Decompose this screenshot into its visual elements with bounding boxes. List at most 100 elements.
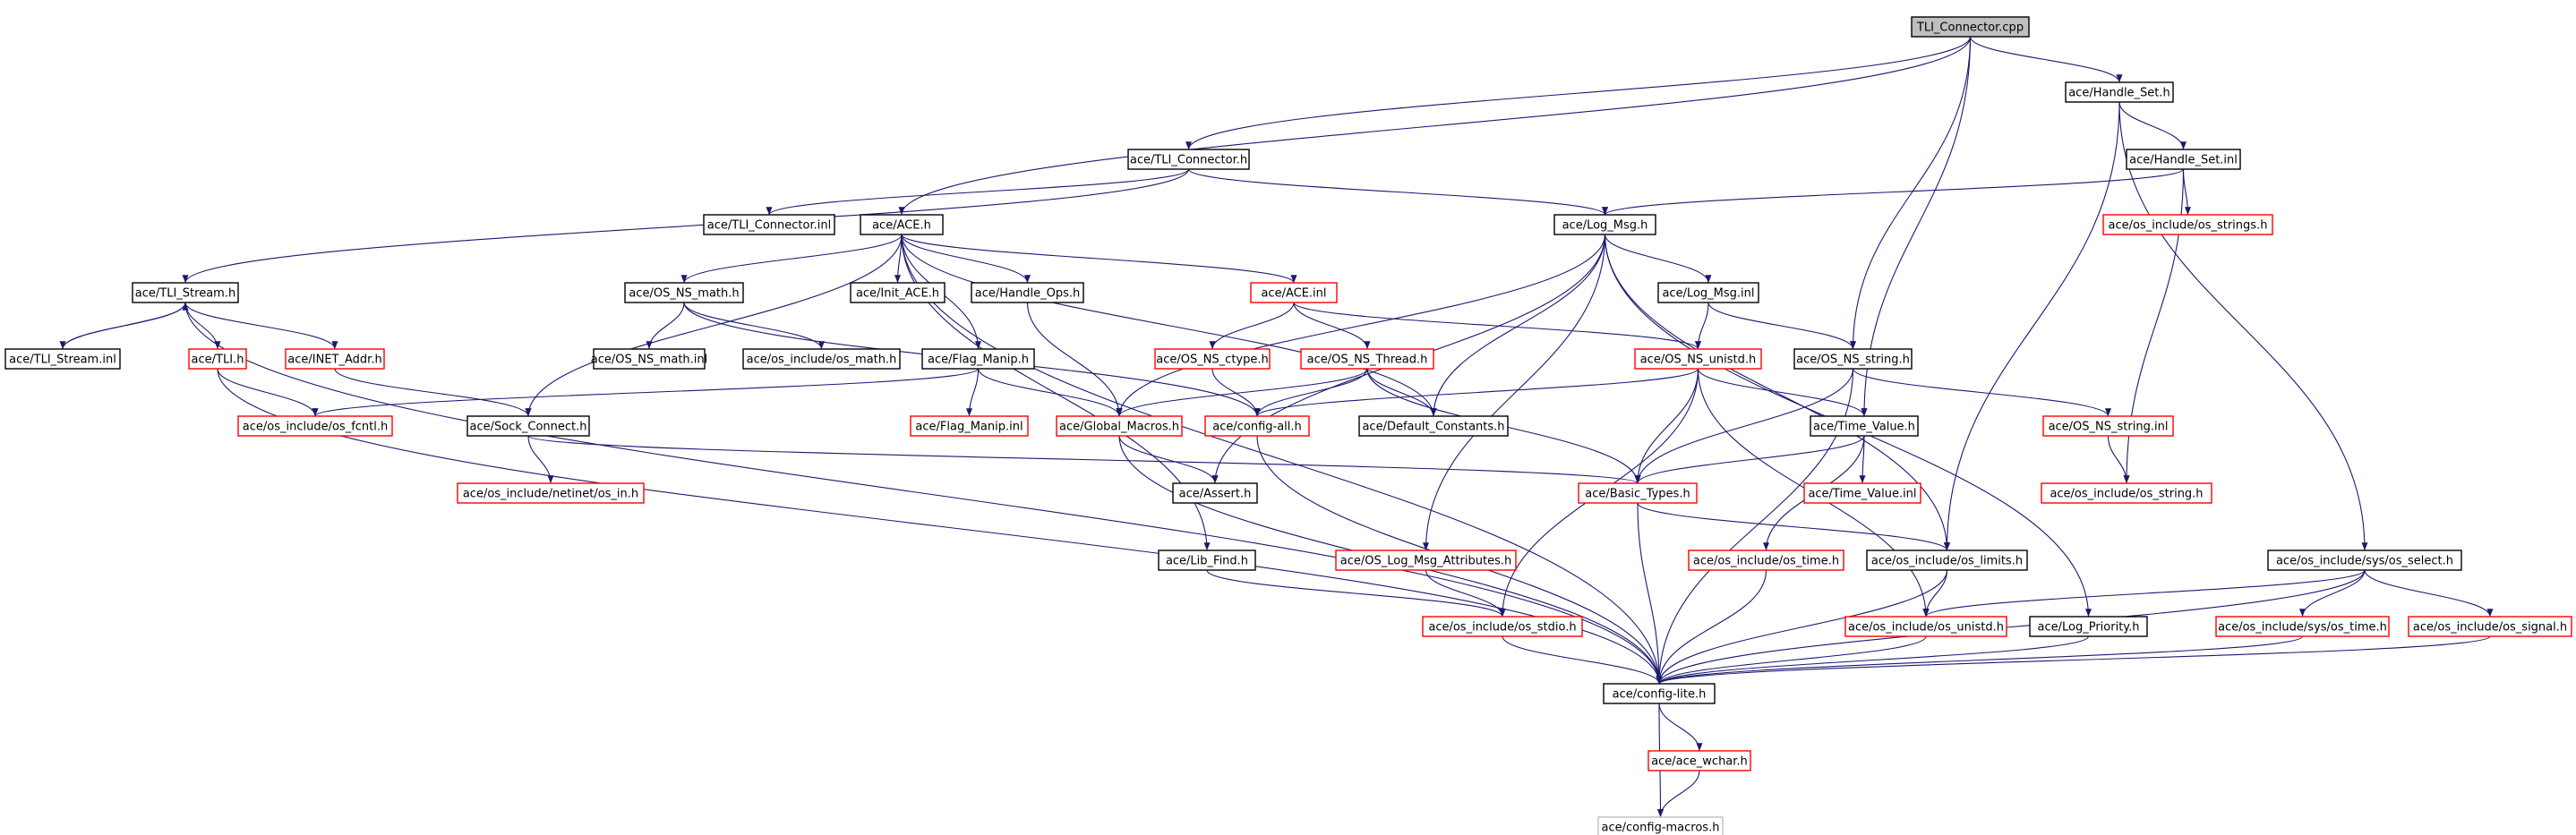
node-osmath-h[interactable]: ace/os_include/os_math.h: [742, 348, 901, 370]
node-box: [1810, 415, 1919, 437]
edge-ace_h-to-osnsmath_h: [680, 234, 903, 284]
edge-osnsunistd_h-to-basictypes_h: [1634, 368, 1699, 484]
node-box: [2065, 81, 2174, 103]
node-logpriority-h[interactable]: ace/Log_Priority.h: [2029, 616, 2148, 637]
node-box: [1300, 348, 1434, 370]
edge-timevalue_h-to-basictypes_h: [1634, 435, 1865, 484]
node-osnsmath-inl[interactable]: ace/OS_NS_math.inl: [591, 348, 708, 370]
node-label: ace/Assert.h: [1179, 488, 1252, 501]
node-label: ace/os_include/os_limits.h: [1871, 555, 2023, 568]
node-osselect-h[interactable]: ace/os_include/sys/os_select.h: [2267, 550, 2462, 571]
edge-logmsg_inl-to-osnsunistd_h: [1694, 302, 1709, 350]
node-osnsunistd-h[interactable]: ace/OS_NS_unistd.h: [1634, 348, 1762, 370]
edge-tlic_h-to-tlis_h: [182, 168, 1190, 284]
node-label: ace/Basic_Types.h: [1585, 488, 1690, 501]
node-tlis-inl[interactable]: ace/TLI_Stream.inl: [4, 348, 121, 370]
node-configlite-h[interactable]: ace/config-lite.h: [1603, 683, 1716, 704]
node-hs-inl[interactable]: ace/Handle_Set.inl: [2126, 149, 2241, 170]
node-osnsstring-h[interactable]: ace/OS_NS_string.h: [1793, 348, 1913, 370]
node-acewchar-h[interactable]: ace/ace_wchar.h: [1647, 750, 1751, 771]
node-label: ace/os_include/os_time.h: [1693, 555, 1839, 568]
node-sockconnect-h[interactable]: ace/Sock_Connect.h: [466, 415, 590, 437]
node-timevalue-h[interactable]: ace/Time_Value.h: [1810, 415, 1919, 437]
node-box: [1911, 16, 2030, 38]
node-tlic-h[interactable]: ace/TLI_Connector.h: [1127, 149, 1250, 170]
node-defconst-h[interactable]: ace/Default_Constants.h: [1358, 415, 1509, 437]
edge-sockconnect_h-to-basictypes_h: [527, 435, 1641, 484]
node-flagmanip-inl[interactable]: ace/Flag_Manip.inl: [910, 415, 1029, 437]
node-logmsg-inl[interactable]: ace/Log_Msg.inl: [1657, 282, 1759, 303]
node-globalmacros-h[interactable]: ace/Global_Macros.h: [1056, 415, 1183, 437]
edge-osnsstring_h-to-osnsstring_inl: [1852, 368, 2111, 417]
node-box: [1844, 616, 2007, 637]
node-box: [237, 415, 393, 437]
node-osfcntl-h[interactable]: ace/os_include/os_fcntl.h: [237, 415, 393, 437]
node-osnsthread-h[interactable]: ace/OS_NS_Thread.h: [1300, 348, 1434, 370]
node-assert-h[interactable]: ace/Assert.h: [1172, 482, 1258, 504]
node-box: [1250, 282, 1338, 303]
node-ace-inl[interactable]: ace/ACE.inl: [1250, 282, 1338, 303]
node-label: ace/OS_NS_Thread.h: [1307, 354, 1428, 367]
edge-hs_h-to-hs_inl: [2118, 101, 2187, 150]
node-osunistd-h[interactable]: ace/os_include/os_unistd.h: [1844, 616, 2007, 637]
node-inet-h[interactable]: ace/INET_Addr.h: [285, 348, 385, 370]
node-configall-h[interactable]: ace/config-all.h: [1204, 415, 1310, 437]
edge-osnsstring_inl-to-osstring_h: [2107, 435, 2130, 484]
node-layer: TLI_Connector.cpp ace/TLI_Connector.h ace/…: [4, 16, 2572, 835]
node-ossystime-h[interactable]: ace/os_include/sys/os_time.h: [2215, 616, 2390, 637]
node-hs-h[interactable]: ace/Handle_Set.h: [2065, 81, 2174, 103]
node-box: [2041, 482, 2212, 504]
node-label: ace/os_include/os_math.h: [747, 354, 897, 367]
node-osnsmath-h[interactable]: ace/OS_NS_math.h: [624, 282, 744, 303]
edge-root-to-hs_h: [1969, 36, 2123, 83]
edge-logmsg_h-to-defconst_h: [1430, 234, 1606, 417]
edge-ace_h-to-sockconnect_h: [525, 234, 903, 417]
node-timevalue-inl[interactable]: ace/Time_Value.inl: [1803, 482, 1921, 504]
node-label: ace/Flag_Manip.h: [928, 354, 1029, 367]
node-label: ace/Log_Priority.h: [2038, 621, 2140, 635]
node-root[interactable]: TLI_Connector.cpp: [1911, 16, 2030, 38]
edge-logmsg_h-to-globalmacros_h: [1116, 234, 1606, 417]
node-tlic-inl[interactable]: ace/TLI_Connector.inl: [703, 214, 835, 235]
edge-ace_inl-to-osnsthread_h: [1293, 302, 1371, 350]
node-oslimits-h[interactable]: ace/os_include/os_limits.h: [1866, 550, 2028, 571]
node-osstring-h[interactable]: ace/os_include/os_string.h: [2041, 482, 2212, 504]
node-box: [1335, 550, 1517, 571]
node-label: ace/TLI_Stream.h: [135, 287, 235, 301]
node-configmacros-h[interactable]: ace/config-macros.h: [1597, 816, 1724, 835]
node-handleops-h[interactable]: ace/Handle_Ops.h: [971, 282, 1084, 303]
node-box: [2029, 616, 2148, 637]
node-initace-h[interactable]: ace/Init_ACE.h: [850, 282, 946, 303]
node-label: ace/os_include/os_stdio.h: [1428, 621, 1576, 635]
node-box: [1688, 550, 1844, 571]
node-box: [2215, 616, 2390, 637]
node-tlis-h[interactable]: ace/TLI_Stream.h: [132, 282, 239, 303]
edge-osunistd_h-to-configlite_h: [1656, 635, 1927, 685]
node-basictypes-h[interactable]: ace/Basic_Types.h: [1578, 482, 1698, 504]
edge-flagmanip_h-to-osfcntl_h: [312, 368, 980, 417]
node-label: ace/Default_Constants.h: [1362, 421, 1504, 434]
node-osnsctype-h[interactable]: ace/OS_NS_ctype.h: [1154, 348, 1271, 370]
node-oslogattr-h[interactable]: ace/OS_Log_Msg_Attributes.h: [1335, 550, 1517, 571]
node-ossignal-h[interactable]: ace/os_include/os_signal.h: [2408, 616, 2572, 637]
edge-logpriority_h-to-configlite_h: [1656, 635, 2090, 685]
edge-osselect_h-to-ossignal_h: [2364, 569, 2494, 618]
node-flagmanip-h[interactable]: ace/Flag_Manip.h: [921, 348, 1035, 370]
node-osstdio-h[interactable]: ace/os_include/os_stdio.h: [1422, 616, 1583, 637]
node-ace-h[interactable]: ace/ACE.h: [860, 214, 944, 235]
node-os-strings-h[interactable]: ace/os_include/os_strings.h: [2102, 214, 2273, 235]
node-tli-h[interactable]: ace/TLI.h: [188, 348, 247, 370]
node-libfind-h[interactable]: ace/Lib_Find.h: [1158, 550, 1256, 571]
edge-osnsunistd_h-to-configall_h: [1254, 368, 1699, 417]
edge-osnsmath_h-to-osnsmath_inl: [646, 302, 685, 350]
node-logmsg-h[interactable]: ace/Log_Msg.h: [1553, 214, 1656, 235]
edge-logmsg_inl-to-osnsstring_h: [1707, 302, 1856, 350]
edge-logmsg_h-to-oslogattr_h: [1422, 234, 1606, 551]
node-ostime-h[interactable]: ace/os_include/os_time.h: [1688, 550, 1844, 571]
edge-osnsctype_h-to-configall_h: [1211, 368, 1261, 417]
node-osin-h[interactable]: ace/os_include/netinet/os_in.h: [457, 482, 645, 504]
node-box: [1553, 214, 1656, 235]
node-osnsstring-inl[interactable]: ace/OS_NS_string.inl: [2042, 415, 2174, 437]
node-label: ace/OS_NS_ctype.h: [1156, 354, 1269, 367]
